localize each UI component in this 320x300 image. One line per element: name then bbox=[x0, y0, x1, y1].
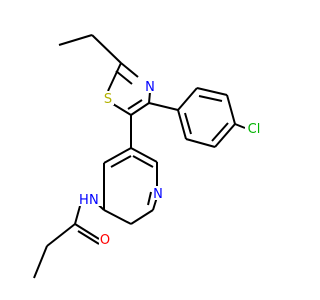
molecule-svg: N S Cl N H N O bbox=[33, 34, 263, 279]
nitrogen-atom-pyridine: N bbox=[153, 187, 163, 202]
chlorophenyl-ring bbox=[148, 87, 246, 148]
pyridine-ring bbox=[103, 115, 158, 225]
nitrogen-atom-amide: N bbox=[89, 193, 99, 208]
ethyl-group bbox=[58, 34, 122, 64]
nitrogen-atom-thiazole: N bbox=[145, 80, 155, 95]
thiazole-ring bbox=[107, 62, 151, 116]
hydrogen-atom-amide: H bbox=[79, 193, 89, 208]
structure-diagram: N S Cl N H N O bbox=[33, 34, 263, 279]
amide-chain bbox=[33, 196, 105, 279]
chlorine-atom: Cl bbox=[248, 122, 261, 137]
atom-labels: N S Cl N H N O bbox=[78, 79, 263, 248]
oxygen-atom-carbonyl: O bbox=[100, 233, 110, 248]
sulfur-atom-thiazole: S bbox=[104, 92, 112, 107]
